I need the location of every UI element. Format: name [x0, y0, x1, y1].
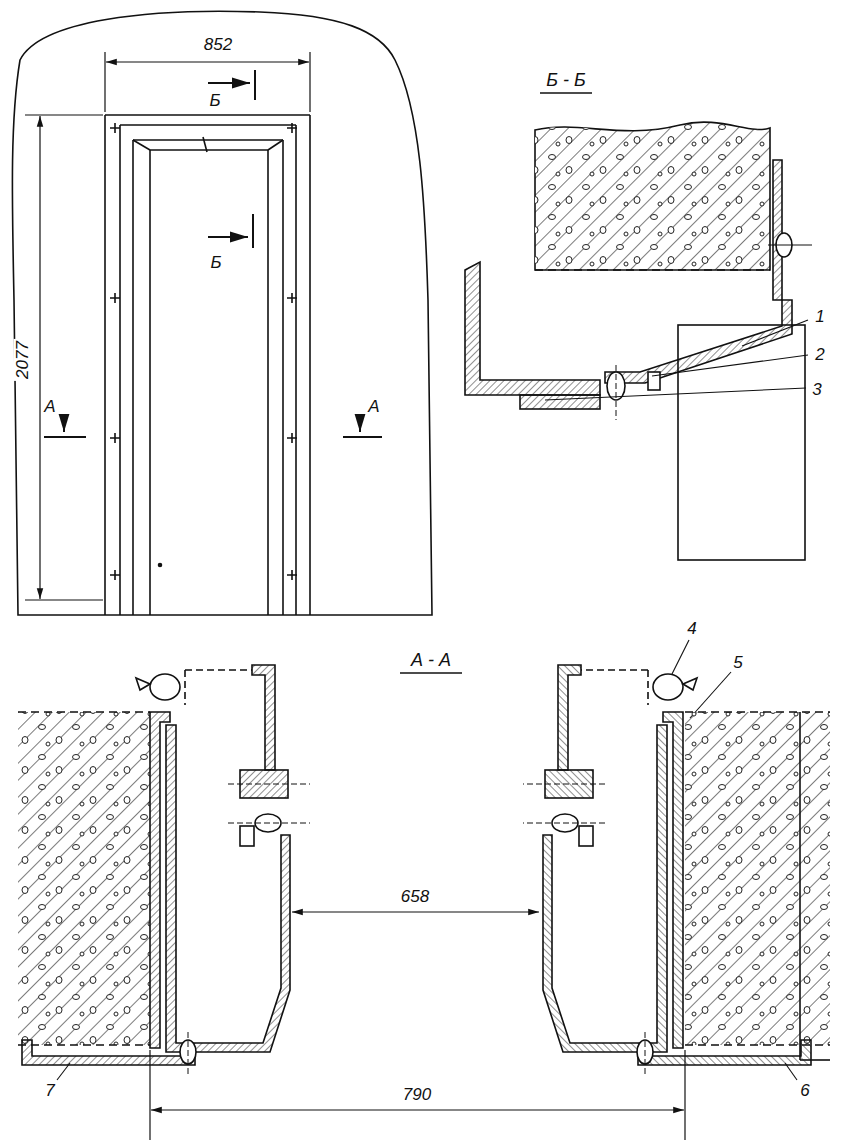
- dimension-value: 790: [401, 1086, 433, 1103]
- section-aa-walls: [685, 711, 830, 713]
- section-aa-walls: [799, 712, 801, 1060]
- dimension-value: 2077: [14, 339, 31, 381]
- section-bb: [535, 122, 770, 270]
- dimension-lines: [25, 599, 103, 600]
- callout-number: 2: [813, 346, 826, 363]
- section-marks: [343, 436, 382, 438]
- section-marks: [252, 214, 254, 248]
- section-title: Б - Б: [544, 71, 587, 89]
- section-mark: А: [42, 398, 57, 415]
- section-aa-walls: [18, 712, 150, 1045]
- frame-profile: [252, 665, 275, 770]
- aa-dimensions: [151, 1109, 684, 1110]
- front-view: [133, 140, 150, 150]
- section-bb: [605, 300, 792, 383]
- section-marks: [208, 82, 250, 84]
- dimension-lines: [104, 52, 105, 112]
- leader-lines: [545, 388, 806, 400]
- front-view: [12, 11, 432, 615]
- section-aa-walls: [400, 672, 462, 673]
- section-marks: [63, 414, 65, 432]
- front-view: [267, 150, 269, 615]
- front-view: [132, 140, 134, 615]
- dimension-lines: [25, 52, 310, 600]
- dimension-lines: [39, 116, 40, 599]
- front-view: [120, 124, 296, 126]
- frame-profile: [228, 784, 310, 785]
- leader-lines: [652, 355, 808, 376]
- dimension-lines: [309, 52, 310, 112]
- frame-profile: [136, 678, 150, 690]
- front-view: [104, 115, 106, 615]
- front-view: [149, 150, 151, 615]
- dimension-value: 658: [399, 888, 431, 905]
- frame-profile-mirror: [523, 665, 811, 1076]
- section-aa-walls: [18, 711, 150, 713]
- callout-number: 5: [731, 654, 744, 671]
- aa-dimensions: [149, 1050, 150, 1140]
- section-bb: [465, 262, 600, 395]
- frame-profile: [22, 665, 310, 1076]
- section-bb: [540, 92, 592, 93]
- dimension-lines: [106, 61, 309, 62]
- frame-profile: [188, 1032, 189, 1076]
- frame-profile: [150, 674, 180, 700]
- front-view: [159, 564, 162, 567]
- frame-profile: [185, 669, 252, 671]
- section-marks: [208, 236, 248, 238]
- dimension-lines: [25, 114, 103, 115]
- frame-profile: [240, 826, 254, 846]
- section-bb: [535, 269, 770, 271]
- callout-number: 6: [798, 1082, 811, 1099]
- section-bb: [616, 365, 617, 420]
- frame-profile: [166, 725, 290, 1052]
- section-bb: [678, 325, 805, 560]
- callout-number: 3: [810, 381, 823, 398]
- section-marks: [254, 70, 256, 100]
- dimension-value: 852: [202, 36, 234, 53]
- front-view: [119, 125, 121, 615]
- aa-dimensions: [292, 911, 539, 912]
- frame-profile: [184, 670, 186, 705]
- front-view: [287, 123, 297, 580]
- front-view: [133, 139, 283, 141]
- section-mark: А: [366, 398, 381, 415]
- front-view: [309, 115, 311, 615]
- section-aa-walls: [18, 673, 830, 1060]
- callout-number: 1: [813, 308, 826, 325]
- front-view: [110, 123, 120, 580]
- front-view: [203, 137, 207, 152]
- front-view: [282, 140, 284, 615]
- section-marks: [359, 414, 361, 432]
- frame-profile: [228, 823, 310, 824]
- section-aa-walls: [18, 712, 150, 1045]
- callout-number: 4: [685, 620, 698, 637]
- section-title: А - А: [409, 651, 453, 669]
- section-aa-walls: [18, 1044, 150, 1046]
- aa-dimensions: [150, 912, 685, 1140]
- leader-lines: [742, 320, 808, 346]
- callout-number: 7: [43, 1082, 56, 1099]
- section-marks: [44, 436, 86, 438]
- section-marks: [44, 70, 382, 437]
- section-aa-walls: [685, 712, 830, 1045]
- section-bb: [773, 160, 782, 300]
- front-view: [105, 114, 310, 116]
- leader-lines: [672, 640, 689, 674]
- section-mark: Б: [208, 254, 223, 271]
- section-bb: [768, 245, 812, 246]
- front-view: [150, 149, 268, 151]
- section-bb: [465, 93, 812, 560]
- front-view: [268, 140, 283, 150]
- section-mark: Б: [207, 92, 222, 109]
- front-view: [295, 125, 297, 615]
- section-aa-walls: [685, 712, 830, 1045]
- section-bb: [535, 122, 770, 270]
- aa-dimensions: [684, 1050, 685, 1140]
- section-bb: [520, 395, 600, 409]
- front-view: [12, 11, 432, 615]
